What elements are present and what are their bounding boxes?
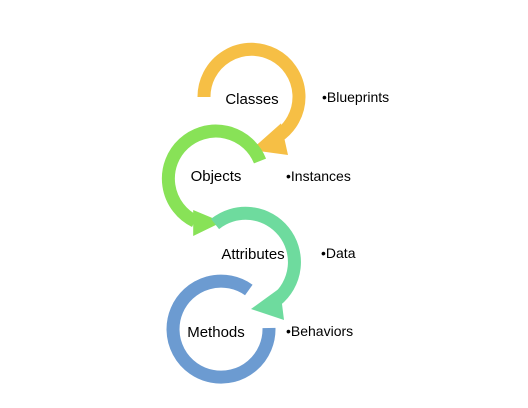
cycle-arc-attributes: Attributes •Data <box>210 206 356 320</box>
arc-arrowhead-attributes <box>251 288 284 320</box>
cycle-arc-methods: Methods •Behaviors <box>166 274 353 384</box>
arc-arrowhead-objects <box>193 210 222 236</box>
bullet-label-classes: •Blueprints <box>322 89 389 105</box>
cycle-arc-classes: Classes •Blueprints <box>197 42 389 155</box>
arc-arrowhead-classes <box>251 123 288 155</box>
cycle-arc-objects: Objects •Instances <box>161 124 351 236</box>
node-label-attributes: Attributes <box>221 246 284 263</box>
arc-ring-attributes <box>210 206 301 306</box>
arc-ring-methods <box>166 274 276 384</box>
arc-ring-objects <box>161 124 267 228</box>
node-label-objects: Objects <box>191 168 242 185</box>
bullet-label-methods: •Behaviors <box>286 323 353 339</box>
node-label-classes: Classes <box>225 91 278 108</box>
node-label-methods: Methods <box>187 324 245 341</box>
arc-ring-classes <box>197 42 306 142</box>
bullet-label-attributes: •Data <box>321 245 356 261</box>
bullet-label-objects: •Instances <box>286 168 351 184</box>
